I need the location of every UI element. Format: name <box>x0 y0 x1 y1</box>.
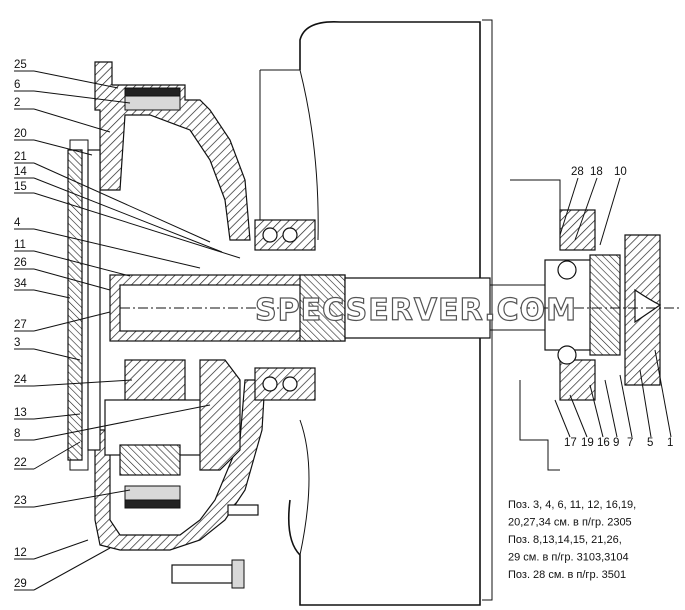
part-label: 26 <box>14 257 27 269</box>
part-label: 25 <box>14 59 27 71</box>
part-label: 12 <box>14 547 27 559</box>
part-label: 8 <box>14 428 20 440</box>
part-label: 18 <box>590 166 603 178</box>
leader-line <box>33 289 71 299</box>
leader-line <box>33 108 111 133</box>
leader-line <box>33 348 81 361</box>
main-shaft <box>109 274 546 342</box>
watermark: SPECSERVER.COM <box>255 293 577 328</box>
notes-block: Поз. 3, 4, 6, 11, 12, 16,19, 20,27,34 см.… <box>508 499 636 581</box>
bearing-upper <box>254 219 316 251</box>
leader-line <box>33 192 241 259</box>
right-leader-lines <box>554 177 672 438</box>
part-label: 6 <box>14 79 20 91</box>
left-labels: 25 6 2 20 21 14 15 4 11 26 34 27 3 24 13 8 22 23 12 29 <box>14 59 27 590</box>
part-label: 20 <box>14 128 27 140</box>
leader-line <box>33 311 111 332</box>
part-label: 22 <box>14 457 27 469</box>
part-label: 4 <box>14 217 21 229</box>
leader-line <box>33 404 211 441</box>
bearing-lower <box>254 367 316 401</box>
leader-line <box>33 268 111 291</box>
part-label: 21 <box>14 151 27 163</box>
note-line: Поз. 3, 4, 6, 11, 12, 16,19, <box>508 499 636 511</box>
part-label: 11 <box>14 239 26 251</box>
output-flange <box>510 179 680 471</box>
part-label: 7 <box>627 437 633 449</box>
leader-line <box>33 162 211 243</box>
note-line: 29 см. в п/гр. 3103,3104 <box>508 552 629 564</box>
part-label: 16 <box>597 437 610 449</box>
leader-line <box>33 379 133 387</box>
part-label: 5 <box>647 437 653 449</box>
part-label: 24 <box>14 374 27 386</box>
gear-teeth <box>124 87 181 509</box>
leader-line <box>33 228 201 269</box>
leader-line <box>33 177 223 253</box>
part-label: 19 <box>581 437 594 449</box>
note-line: 20,27,34 см. в п/гр. 2305 <box>508 517 632 529</box>
part-label: 3 <box>14 337 20 349</box>
part-label: 9 <box>613 437 619 449</box>
part-label: 15 <box>14 181 27 193</box>
leader-line <box>33 139 93 156</box>
part-label: 14 <box>14 166 27 178</box>
part-label: 17 <box>564 437 577 449</box>
left-leader-lines <box>14 70 241 591</box>
note-line: Поз. 28 см. в п/гр. 3501 <box>508 569 626 581</box>
leader-line <box>33 70 119 89</box>
leader-line <box>33 90 131 104</box>
part-label: 1 <box>667 437 673 449</box>
part-label: 34 <box>14 278 27 290</box>
part-label: 27 <box>14 319 27 331</box>
leader-line <box>33 413 81 420</box>
part-label: 29 <box>14 578 27 590</box>
leader-line <box>33 489 131 508</box>
part-label: 28 <box>571 166 584 178</box>
part-label: 23 <box>14 495 27 507</box>
leader-line <box>33 539 89 560</box>
bottom-bolt <box>171 504 259 589</box>
intermediate-shaft <box>104 359 241 476</box>
part-label: 13 <box>14 407 27 419</box>
leader-line <box>33 547 111 591</box>
note-line: Поз. 8,13,14,15, 21,26, <box>508 534 622 546</box>
leader-line <box>33 250 131 277</box>
part-label: 10 <box>614 166 627 178</box>
leader-line <box>33 441 81 470</box>
part-label: 2 <box>14 97 20 109</box>
